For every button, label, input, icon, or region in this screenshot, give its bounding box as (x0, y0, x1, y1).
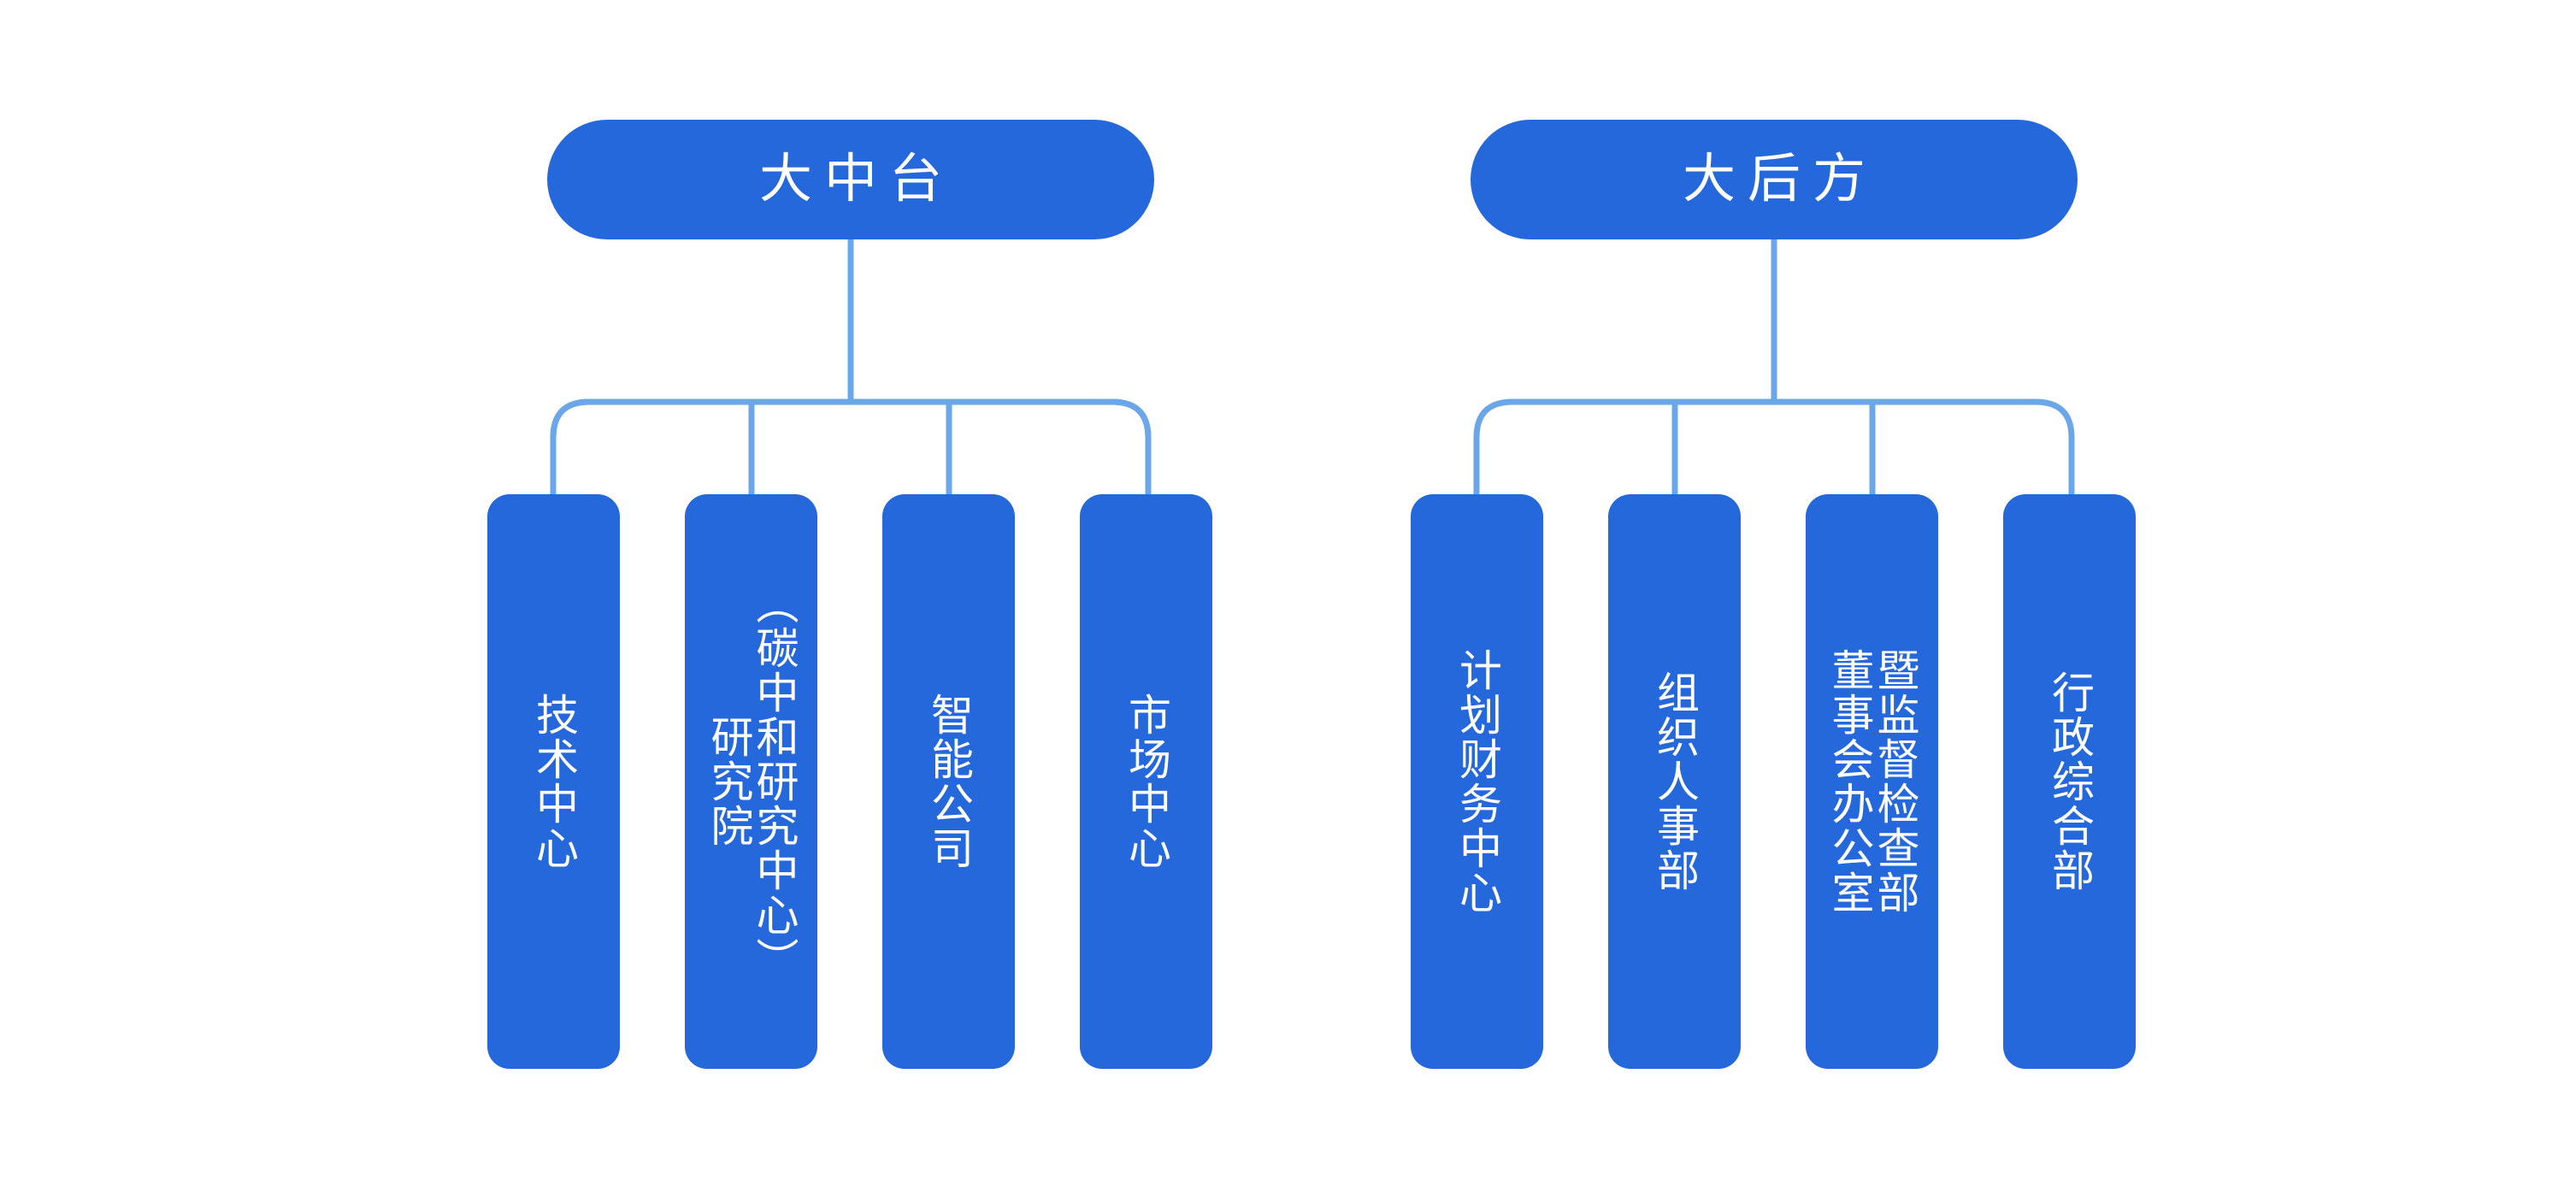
leaf-node-columns: 技术中心 (487, 494, 620, 1069)
leaf-node-label-col-1: 技术中心 (530, 693, 578, 870)
root-node-label: 大中台 (758, 150, 954, 209)
root-node-label: 大后方 (1682, 150, 1877, 209)
leaf-node-label-col-1: 暨监督检查部 (1871, 648, 1919, 915)
leaf-node-label-col-1: 行政综合部 (2046, 670, 2094, 893)
leaf-node-label-col-1: 计划财务中心 (1453, 648, 1501, 915)
connector-bus-right (1473, 398, 2075, 494)
connector-bus-left (550, 398, 1152, 1059)
leaf-node-columns: （碳中和研究中心） 研究院 (685, 494, 817, 1069)
leaf-node-columns: 行政综合部 (2003, 494, 2136, 1069)
leaf-node-columns: 组织人事部 (1608, 494, 1741, 1069)
leaf-node-market-center[interactable]: 市场中心 (1080, 494, 1212, 1069)
leaf-node-label-col-1: （碳中和研究中心） (750, 581, 799, 982)
leaf-node-label-col-1: 组织人事部 (1651, 670, 1699, 893)
root-node-zhongtai[interactable]: 大中台 (547, 120, 1154, 239)
leaf-node-tech-center[interactable]: 技术中心 (487, 494, 620, 1069)
leaf-node-intelligent-company[interactable]: 智能公司 (882, 494, 1015, 1069)
leaf-node-label-col-2: 董事会办公室 (1825, 648, 1874, 915)
leaf-node-research-institute[interactable]: （碳中和研究中心） 研究院 (685, 494, 817, 1069)
leaf-node-supervision-board-office[interactable]: 暨监督检查部 董事会办公室 (1806, 494, 1938, 1069)
root-node-houfang[interactable]: 大后方 (1471, 120, 2078, 239)
leaf-node-planning-finance-center[interactable]: 计划财务中心 (1411, 494, 1543, 1069)
leaf-node-columns: 计划财务中心 (1411, 494, 1543, 1069)
leaf-node-label-col-2: 研究院 (704, 715, 753, 848)
leaf-node-label-col-1: 市场中心 (1123, 693, 1170, 870)
leaf-node-label-col-1: 智能公司 (925, 693, 973, 870)
leaf-node-admin-general-department[interactable]: 行政综合部 (2003, 494, 2136, 1069)
leaf-node-columns: 暨监督检查部 董事会办公室 (1806, 494, 1938, 1069)
leaf-node-org-hr-department[interactable]: 组织人事部 (1608, 494, 1741, 1069)
leaf-node-columns: 智能公司 (882, 494, 1015, 1069)
leaf-node-columns: 市场中心 (1080, 494, 1212, 1069)
connector-bus-left-visible (550, 398, 1152, 494)
